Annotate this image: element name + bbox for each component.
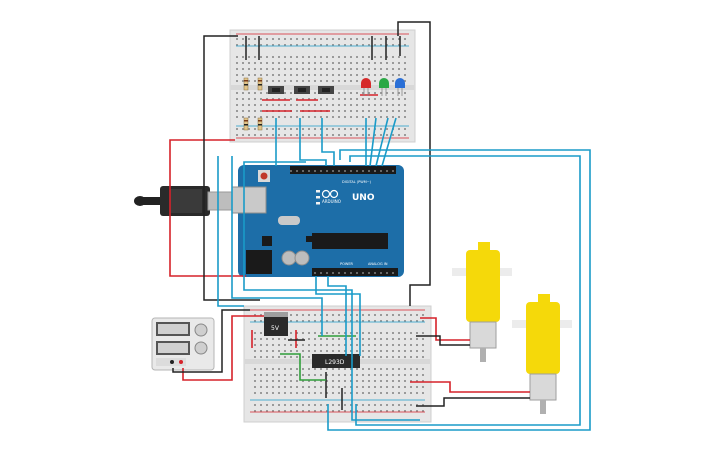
resistor-3[interactable] xyxy=(243,117,249,131)
led-red[interactable] xyxy=(361,78,371,96)
dc-motor-1[interactable] xyxy=(452,242,512,362)
top-red-jumpers xyxy=(262,94,378,112)
arduino-uno[interactable]: UNO ARDUINO DIGITAL (PWM~) POWER ANALOG … xyxy=(134,165,404,277)
arduino-model-label: UNO xyxy=(352,193,375,203)
power-supply[interactable] xyxy=(151,317,215,371)
arduino-digital-label: DIGITAL (PWM~) xyxy=(342,180,372,184)
blue-wires xyxy=(217,117,591,431)
led-green[interactable] xyxy=(379,78,389,96)
voltage-regulator[interactable]: 5V xyxy=(264,312,288,336)
resistor-1[interactable] xyxy=(243,77,249,91)
arduino-logo-icon xyxy=(321,189,339,199)
black-wires xyxy=(172,21,530,410)
led-blue[interactable] xyxy=(395,78,405,96)
dc-motor-2[interactable] xyxy=(512,294,572,414)
top-black-jumpers xyxy=(245,36,401,60)
resistor-4[interactable] xyxy=(257,117,263,131)
pushbutton-3[interactable] xyxy=(318,86,334,94)
pushbutton-1[interactable] xyxy=(268,86,284,94)
resistor-2[interactable] xyxy=(257,77,263,91)
usb-cable xyxy=(134,186,239,216)
green-wires xyxy=(280,335,356,381)
arduino-analog-label: ANALOG IN xyxy=(368,262,388,266)
arduino-power-label: POWER xyxy=(340,262,354,266)
l293d-chip[interactable]: L293D xyxy=(312,354,360,368)
red-wires xyxy=(169,139,530,393)
l293d-label: L293D xyxy=(325,359,345,366)
arduino-brand-label: ARDUINO xyxy=(322,199,341,204)
pushbutton-2[interactable] xyxy=(294,86,310,94)
regulator-label: 5V xyxy=(271,325,280,332)
